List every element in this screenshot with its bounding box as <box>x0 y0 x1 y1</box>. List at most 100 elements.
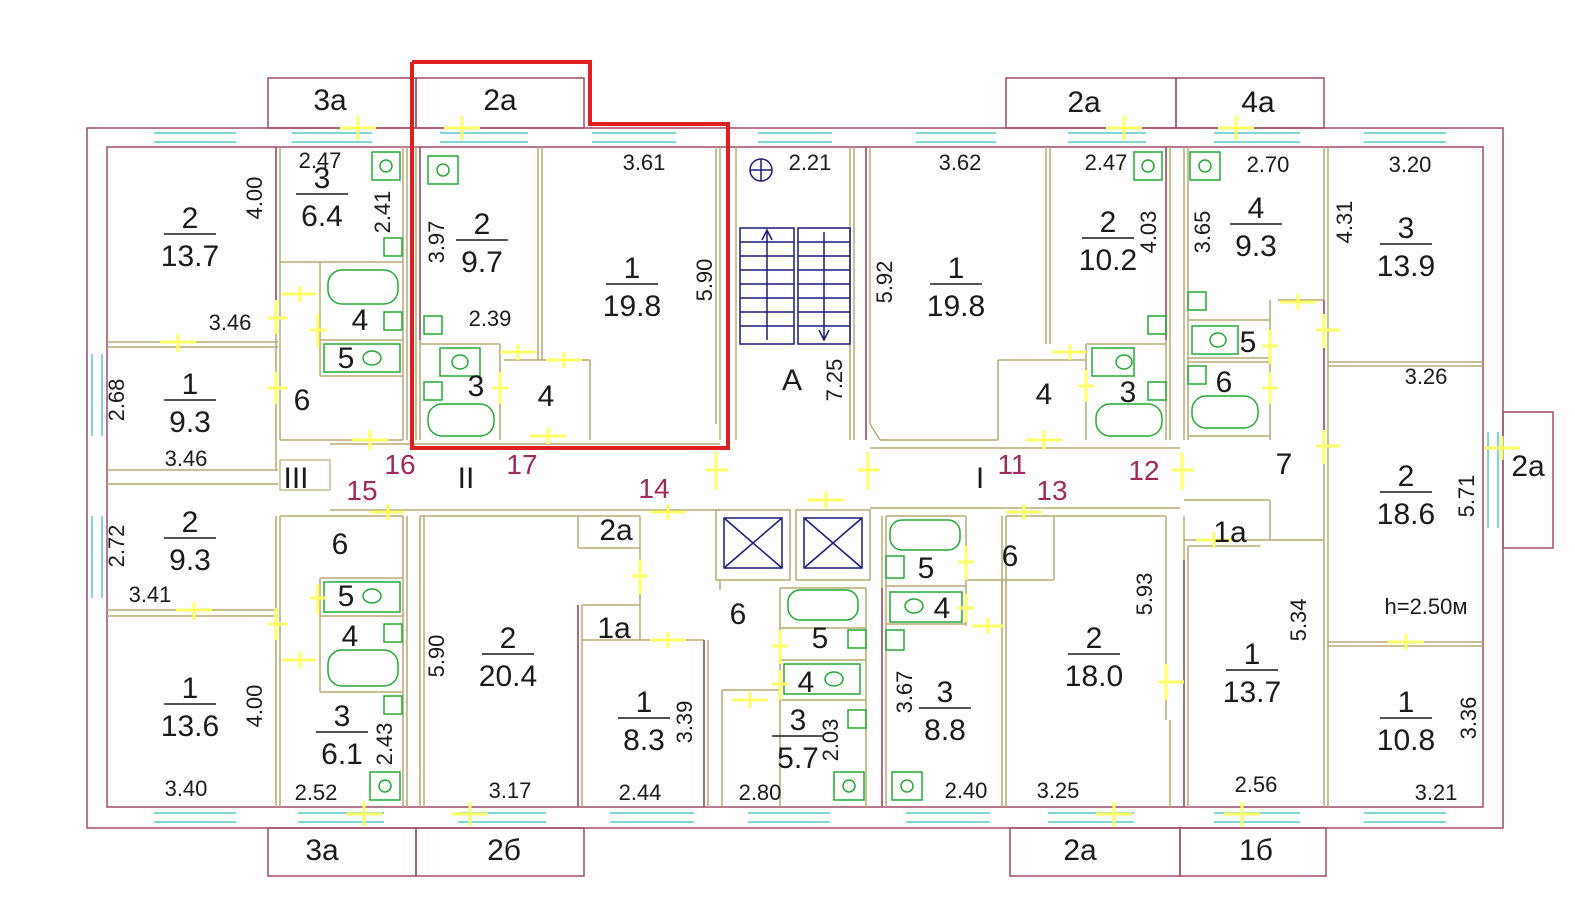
dimension-d3: 2.41 <box>370 191 395 234</box>
balcony-label-b7: 2б <box>487 834 521 867</box>
room-label-s13: 4 <box>342 620 359 653</box>
room-label-s16: 6 <box>730 598 747 631</box>
room-area: 9.3 <box>1235 230 1277 263</box>
room-area: 10.8 <box>1377 724 1435 757</box>
dimension-d14: 4.03 <box>1136 211 1161 254</box>
dimension-d16: 2.70 <box>1247 152 1290 177</box>
balcony-label-b2: 2а <box>483 84 517 117</box>
room-label-s9: 6 <box>1216 366 1233 399</box>
plumbing-fixtures <box>323 151 1259 801</box>
room-number: 3 <box>1398 212 1415 245</box>
room-r14: 18.3 <box>618 686 670 757</box>
room-label-s7: 3 <box>1120 376 1137 409</box>
room-label-s14: 2а <box>599 514 633 547</box>
room-r19: 218.6 <box>1377 460 1435 531</box>
room-number: 1 <box>624 252 641 285</box>
room-r20: 110.8 <box>1377 686 1435 757</box>
dimension-d35: 3.67 <box>892 671 917 714</box>
room-label-s12: 5 <box>338 580 355 613</box>
room-r12: 36.1 <box>316 700 368 771</box>
corridor-label-c2: 16 <box>384 449 415 480</box>
room-r11: 113.6 <box>161 672 219 743</box>
corridor-label-c5: 11 <box>997 449 1026 480</box>
room-label-s19: 5 <box>918 552 935 585</box>
room-label-s4: 3 <box>468 370 485 403</box>
room-area: 13.7 <box>161 240 219 273</box>
room-number: 2 <box>474 208 491 241</box>
room-label-s10: 7 <box>1276 448 1293 481</box>
dimension-d25: 4.00 <box>242 685 267 728</box>
elevator-shafts <box>715 509 871 581</box>
room-area: 9.3 <box>169 544 211 577</box>
dimension-d13: 2.47 <box>1085 150 1128 175</box>
dimension-d15: 3.65 <box>1190 211 1215 254</box>
dimension-d22: 3.46 <box>165 446 208 471</box>
balcony-label-b9: 1б <box>1239 834 1273 867</box>
room-number: 1 <box>1398 686 1415 719</box>
door-markers <box>160 116 1520 826</box>
corridor-label-c1: 15 <box>346 475 377 506</box>
dimension-d5: 3.97 <box>424 221 449 264</box>
dimension-d18: 3.20 <box>1389 152 1432 177</box>
room-r13: 220.4 <box>479 622 537 693</box>
corridor-label-c3: 17 <box>506 449 537 480</box>
dimension-d10: 7.25 <box>822 359 847 402</box>
dimension-d38: 3.25 <box>1037 778 1080 803</box>
balcony-label-b1: 3а <box>313 84 347 117</box>
room-r10: 29.3 <box>164 506 216 577</box>
room-number: 2 <box>1398 460 1415 493</box>
dimension-d8: 5.90 <box>692 259 717 302</box>
dimension-d26: 3.40 <box>165 776 208 801</box>
room-label-s23: A <box>782 364 802 397</box>
room-label-s22: 1а <box>1213 516 1247 549</box>
corridor-label-c7: 12 <box>1128 455 1159 486</box>
room-number: 1 <box>182 672 199 705</box>
room-area: 6.1 <box>321 738 363 771</box>
dimension-d37: 5.93 <box>1132 573 1157 616</box>
room-area: 13.6 <box>161 710 219 743</box>
room-label-s17: 5 <box>812 622 829 655</box>
dimension-d24: 3.41 <box>129 582 172 607</box>
dimension-d33: 2.03 <box>818 719 843 762</box>
dimension-d27: 2.43 <box>372 723 397 766</box>
room-label-s3: 6 <box>294 384 311 417</box>
room-area: 9.3 <box>169 406 211 439</box>
room-number: 2 <box>1100 206 1117 239</box>
room-area: 18.0 <box>1065 660 1123 693</box>
stair-marker-iii <box>279 459 331 491</box>
room-label-s1: 4 <box>352 304 369 337</box>
room-area: 6.4 <box>301 200 343 233</box>
dimension-d6: 2.39 <box>469 306 512 331</box>
dimension-d42: 3.21 <box>1415 780 1458 805</box>
room-label-s18: 4 <box>798 666 815 699</box>
room-r7: 49.3 <box>1230 192 1282 263</box>
dimension-d2: 4.00 <box>242 177 267 220</box>
dimension-d17: 4.31 <box>1332 201 1357 244</box>
room-number: 3 <box>937 676 954 709</box>
dimension-d29: 5.90 <box>424 635 449 678</box>
room-area: 13.9 <box>1377 250 1435 283</box>
room-number: 1 <box>636 686 653 719</box>
room-label-s8: 5 <box>1240 326 1257 359</box>
dimension-d30: 3.17 <box>489 778 532 803</box>
room-area: 18.6 <box>1377 498 1435 531</box>
room-label-s24: I <box>976 462 984 495</box>
room-label-s26: III <box>283 462 308 495</box>
room-r16: 38.8 <box>919 676 971 747</box>
room-number: 4 <box>1248 192 1265 225</box>
dimension-d32: 2.44 <box>619 780 662 805</box>
room-r15: 35.7 <box>772 704 824 775</box>
room-r18: 113.7 <box>1223 638 1281 709</box>
room-label-s15: 1а <box>597 612 631 645</box>
corridor-label-c4: 14 <box>638 473 669 504</box>
dimension-d11: 3.62 <box>939 150 982 175</box>
dimension-d19: 3.26 <box>1405 364 1448 389</box>
dimension-d7: 3.61 <box>623 150 666 175</box>
room-r9: 19.3 <box>164 368 216 439</box>
dimension-d41: 3.36 <box>1456 697 1481 740</box>
room-r1: 213.7 <box>161 202 219 273</box>
